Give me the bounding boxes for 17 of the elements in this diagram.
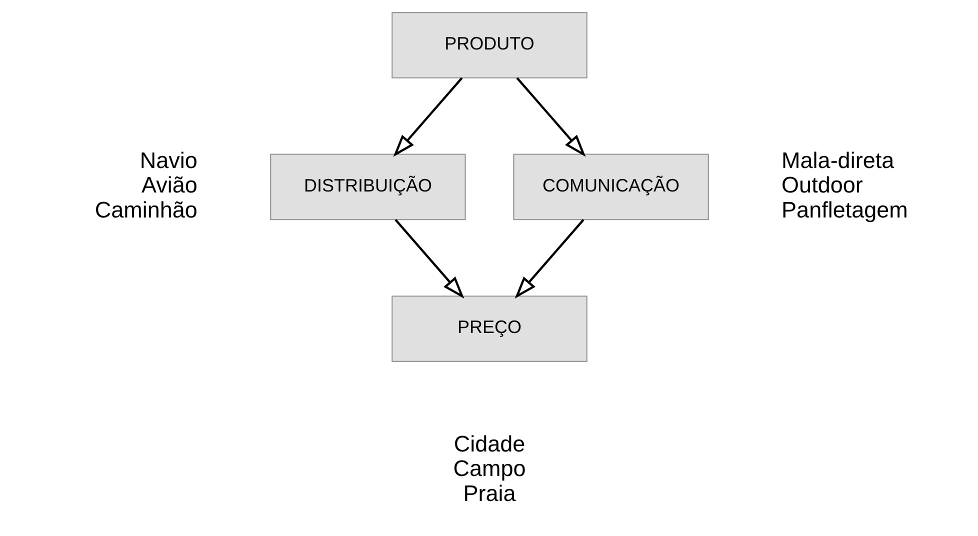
node-label: Panfletagem [781,197,908,222]
node-label: Praia [462,480,516,506]
node-label: Mala-direta [781,148,894,173]
node-label: Caminhão [94,197,197,222]
arrow [394,219,464,299]
node-label: Outdoor [781,172,862,198]
node-label: Campo [452,456,526,482]
node-box: COMUNICAÇÃO [512,154,708,220]
node-label: Cidade [453,431,525,456]
node-box: PREÇO [391,296,587,362]
node-box: DISTRIBUIÇÃO [270,154,466,220]
arrow [392,77,462,157]
node-box: PRODUTO [391,12,587,78]
node-label: Navio [139,148,197,173]
arrow [514,219,584,299]
node-label: Avião [141,172,197,198]
arrow [516,77,586,157]
